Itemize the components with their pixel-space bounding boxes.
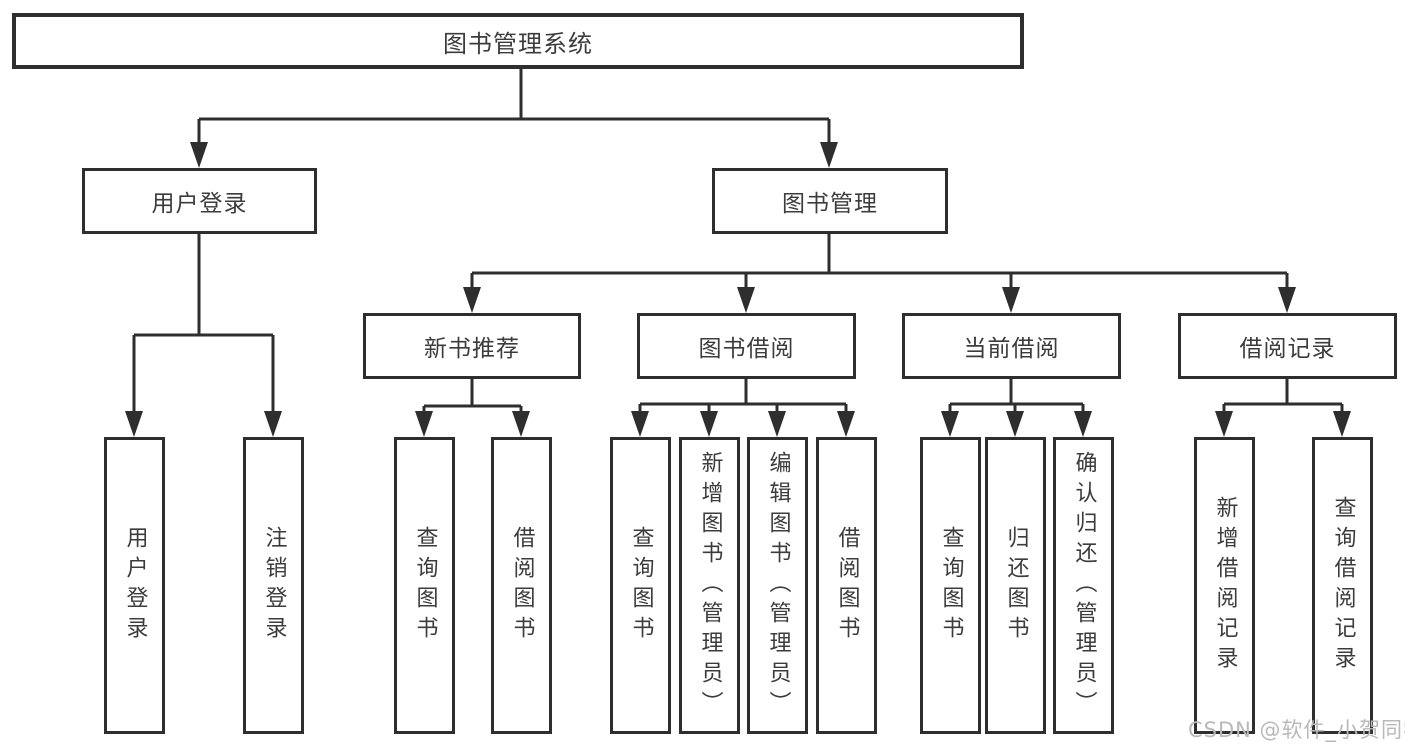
node-label: 图书管理: [782, 191, 878, 217]
leaf-return-books: 归还图书: [985, 437, 1046, 734]
node-label: 新书推荐: [424, 336, 520, 362]
leaf-user-login: 用户登录: [104, 437, 165, 734]
node-label: 新增图书（管理员）: [697, 450, 723, 721]
node-label: 注销登录: [261, 525, 287, 646]
node-borrowing-records: 借阅记录: [1178, 313, 1397, 379]
node-label: 用户登录: [151, 191, 248, 217]
node-book-borrowing: 图书借阅: [637, 313, 856, 379]
leaf-logout: 注销登录: [243, 437, 304, 734]
node-current-borrowing: 当前借阅: [902, 313, 1121, 379]
node-label: 借阅图书: [509, 525, 535, 646]
node-label: 查询图书: [628, 525, 654, 646]
leaf-borrow-books-recommend: 借阅图书: [491, 437, 552, 734]
leaf-edit-books-admin: 编辑图书（管理员）: [747, 437, 808, 734]
leaf-add-borrow-record: 新增借阅记录: [1194, 437, 1255, 734]
node-label: 用户登录: [122, 525, 148, 646]
leaf-add-books-admin: 新增图书（管理员）: [679, 437, 740, 734]
node-label: 归还图书: [1003, 525, 1029, 646]
node-label: 当前借阅: [963, 336, 1060, 362]
leaf-search-books-borrowing: 查询图书: [610, 437, 671, 734]
leaf-confirm-return-admin: 确认归还（管理员）: [1053, 437, 1114, 734]
node-label: 确认归还（管理员）: [1071, 450, 1097, 721]
node-label: 图书借阅: [698, 336, 795, 362]
node-label: 编辑图书（管理员）: [765, 450, 791, 721]
node-label: 查询图书: [412, 525, 438, 646]
node-label: 借阅记录: [1239, 336, 1336, 362]
leaf-borrow-books: 借阅图书: [816, 437, 877, 734]
node-user-login: 用户登录: [82, 168, 317, 234]
node-book-management: 图书管理: [712, 168, 948, 234]
node-new-book-recommendation: 新书推荐: [363, 313, 581, 379]
node-label: 借阅图书: [834, 525, 860, 646]
node-label: 图书管理系统: [443, 29, 593, 58]
node-label: 查询图书: [938, 525, 964, 646]
leaf-search-books-recommend: 查询图书: [394, 437, 455, 734]
leaf-search-borrow-record: 查询借阅记录: [1312, 437, 1373, 734]
leaf-search-books-current: 查询图书: [920, 437, 981, 734]
node-label: 查询借阅记录: [1330, 495, 1356, 676]
csdn-watermark: CSDN @软件_小贺同学: [1188, 718, 1405, 742]
node-library-management-system: 图书管理系统: [12, 13, 1024, 69]
node-label: 新增借阅记录: [1212, 495, 1238, 676]
